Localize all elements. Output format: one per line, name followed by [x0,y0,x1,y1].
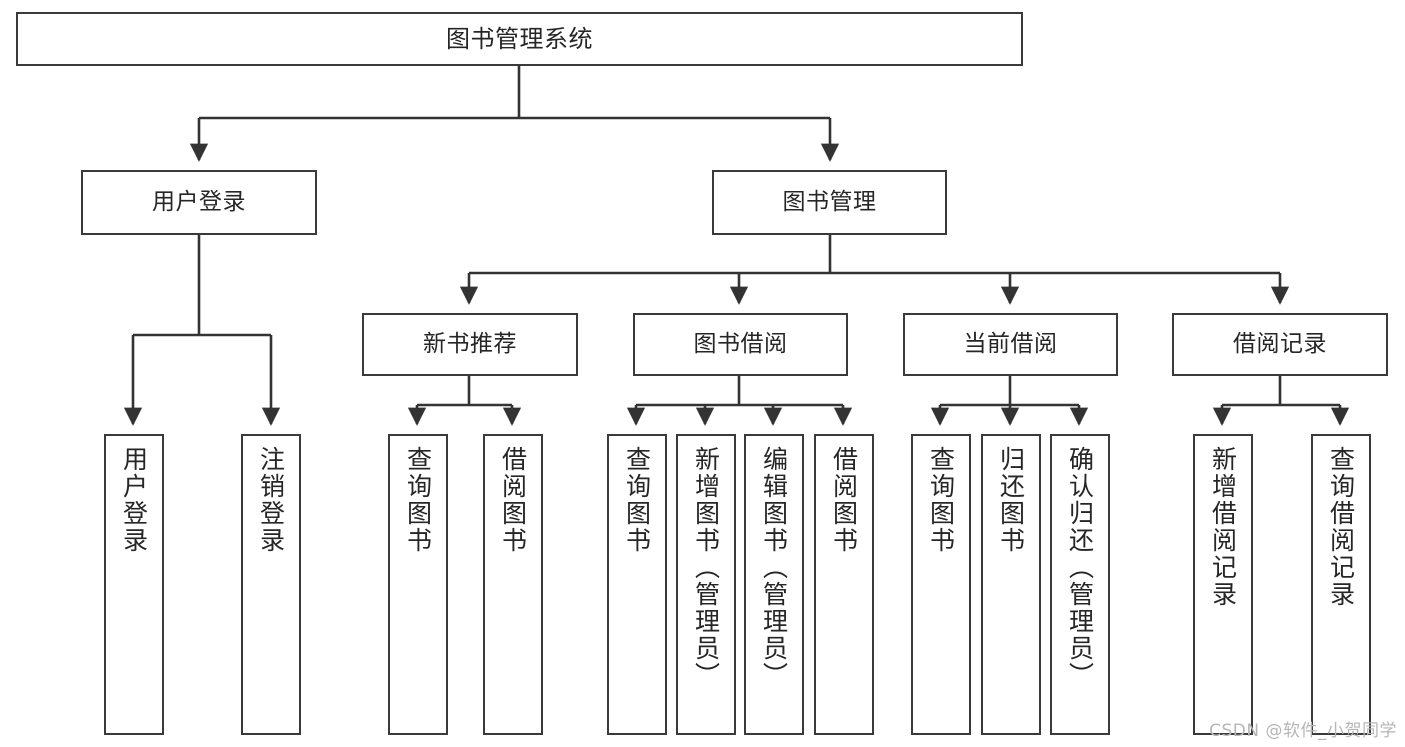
leaf-query-book-recommend[interactable]: 查询图书 [388,434,448,735]
leaf-logout[interactable]: 注销登录 [241,434,301,735]
node-label: 图书管理 [782,188,877,215]
leaf-query-borrow-record[interactable]: 查询借阅记录 [1311,434,1371,735]
node-label: 新增借阅记录 [1208,446,1238,608]
node-book-borrow[interactable]: 图书借阅 [633,313,848,376]
leaf-query-book-borrow[interactable]: 查询图书 [607,434,667,735]
leaf-query-book-current[interactable]: 查询图书 [911,434,971,735]
node-label: 借阅记录 [1233,330,1327,357]
node-book-management[interactable]: 图书管理 [712,170,947,235]
node-label: 归还图书 [996,446,1026,554]
leaf-user-login[interactable]: 用户登录 [104,434,164,735]
node-label: 查询图书 [926,446,956,554]
node-label: 借阅图书 [829,446,859,554]
node-label: 注销登录 [256,446,286,554]
leaf-borrow-book-recommend[interactable]: 借阅图书 [483,434,543,735]
node-label: 图书借阅 [693,330,788,357]
node-label: 用户登录 [119,446,149,554]
node-label: 查询借阅记录 [1326,446,1356,608]
node-user-login[interactable]: 用户登录 [81,170,317,235]
leaf-add-borrow-record[interactable]: 新增借阅记录 [1193,434,1253,735]
node-borrow-record[interactable]: 借阅记录 [1172,313,1388,376]
node-label: 新增图书（管理员） [691,446,721,689]
node-label: 查询图书 [622,446,652,554]
leaf-add-book-admin[interactable]: 新增图书（管理员） [676,434,736,735]
node-label: 用户登录 [152,188,246,215]
node-label: 编辑图书（管理员） [759,446,789,689]
node-label: 借阅图书 [498,446,528,554]
node-label: 查询图书 [403,446,433,554]
node-root-system[interactable]: 图书管理系统 [16,12,1023,66]
node-label: 图书管理系统 [446,24,593,53]
leaf-confirm-return-admin[interactable]: 确认归还（管理员） [1050,434,1110,735]
csdn-watermark: CSDN @软件_小贺同学 [1209,721,1397,741]
node-label: 当前借阅 [963,330,1058,357]
node-new-book-recommend[interactable]: 新书推荐 [362,313,578,376]
leaf-return-book[interactable]: 归还图书 [981,434,1041,735]
leaf-borrow-book[interactable]: 借阅图书 [814,434,874,735]
node-label: 确认归还（管理员） [1065,446,1095,689]
node-label: 新书推荐 [423,330,517,357]
node-current-borrow[interactable]: 当前借阅 [903,313,1118,376]
leaf-edit-book-admin[interactable]: 编辑图书（管理员） [744,434,804,735]
